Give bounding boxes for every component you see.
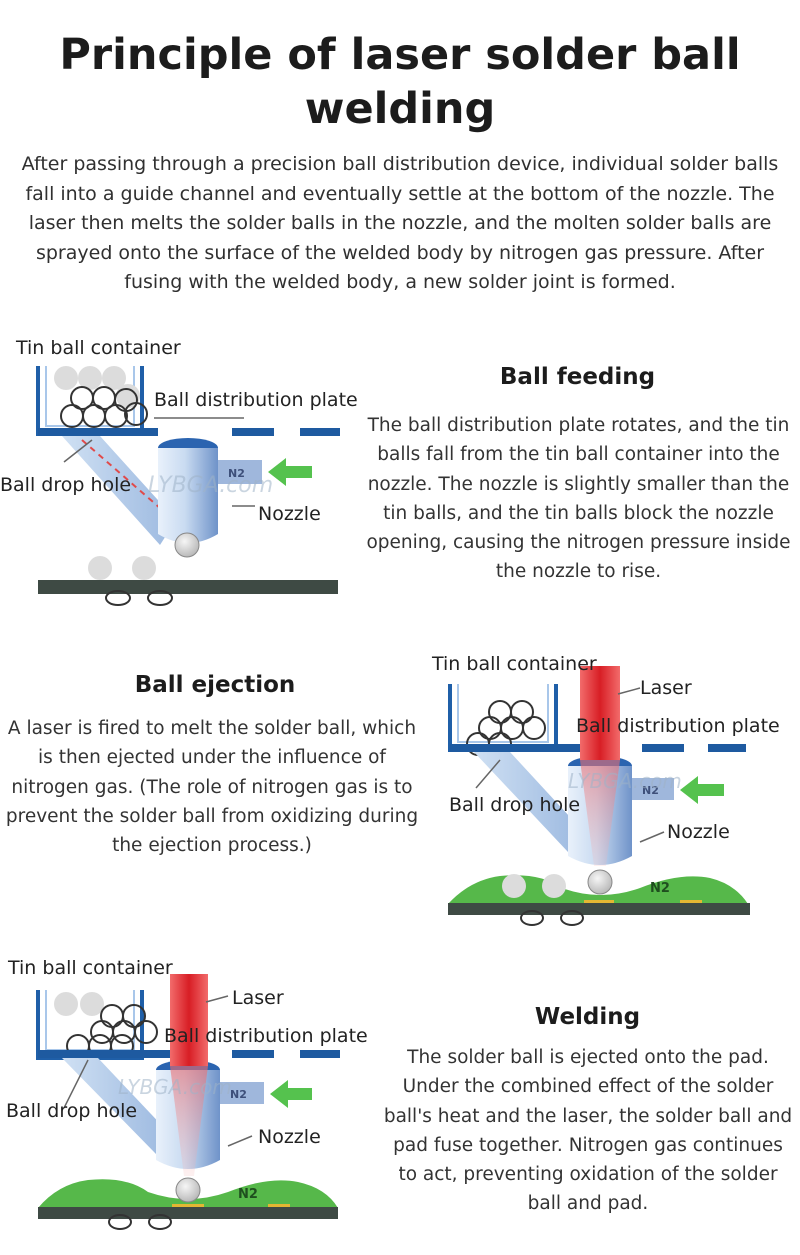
laser-beam-2 [580, 666, 620, 866]
n2-gas-cloud-2 [448, 875, 748, 904]
leader-lines-1 [63, 417, 255, 507]
container-1 [36, 366, 144, 436]
guide-channel-3 [62, 1058, 168, 1154]
nozzle-3: N2 [156, 1060, 264, 1169]
label-tin-ball-container-2: Tin ball container [431, 653, 597, 675]
label-ball-distribution-plate-1: Ball distribution plate [154, 389, 358, 411]
page-title-line1: Principle of laser solder ball [59, 30, 741, 80]
plate-segment-3b [300, 1050, 340, 1058]
leader-lines-3 [63, 995, 253, 1147]
watermark-2: LYBGA.com [568, 769, 682, 793]
grey-balls-3 [54, 992, 104, 1016]
label-tin-ball-container-1: Tin ball container [15, 337, 181, 359]
label-nozzle-2: Nozzle [667, 821, 730, 843]
solder-ball-3 [175, 1177, 201, 1203]
nozzle-1: N2 [158, 438, 262, 543]
distribution-plate-1 [38, 428, 158, 436]
label-ball-distribution-plate-3: Ball distribution plate [164, 1025, 368, 1047]
substrate-1 [38, 556, 338, 606]
svg-text:N2: N2 [230, 1088, 247, 1101]
section-text-ball-feeding: The ball distribution plate rotates, and… [366, 415, 791, 583]
n2-gas-label-2: N2 [650, 881, 670, 896]
ball-outlines-3 [66, 1004, 158, 1058]
section-text-welding: The solder ball is ejected onto the pad.… [383, 1047, 793, 1215]
section-text-ball-ejection: A laser is fired to melt the solder ball… [5, 718, 419, 857]
plate-segment-1a [232, 428, 274, 436]
label-ball-drop-hole-3: Ball drop hole [6, 1100, 137, 1122]
grey-balls-1 [54, 366, 140, 408]
section-heading-welding: Welding [534, 1004, 641, 1030]
distribution-plate-2 [450, 744, 580, 752]
plate-segment-2a [642, 744, 684, 752]
leader-lines-2 [475, 687, 665, 843]
ball-outlines-2 [466, 700, 546, 756]
label-tin-ball-container-3: Tin ball container [7, 957, 173, 979]
label-ball-drop-hole-1: Ball drop hole [0, 474, 131, 496]
watermark-3: LYBGA.com [118, 1075, 232, 1099]
intro-paragraph: After passing through a precision ball d… [21, 153, 779, 293]
laser-beam-3 [170, 974, 208, 1176]
svg-text:N2: N2 [642, 784, 659, 797]
substrate-3 [38, 1204, 338, 1230]
distribution-plate-3 [38, 1050, 170, 1058]
label-ball-distribution-plate-2: Ball distribution plate [576, 715, 780, 737]
page-title: Principle of laser solder ball welding [0, 28, 800, 136]
solder-ball-2 [587, 869, 613, 895]
laser-core-2 [580, 666, 620, 760]
laser-core-3 [170, 974, 208, 1066]
solder-ball-1 [174, 532, 200, 558]
label-nozzle-3: Nozzle [258, 1126, 321, 1148]
ball-outlines-1 [60, 386, 148, 428]
n2-gas-label-3: N2 [238, 1187, 258, 1202]
plate-segment-3a [232, 1050, 274, 1058]
ball-path-1 [81, 439, 177, 523]
svg-text:N2: N2 [228, 467, 245, 480]
watermark-1: LYBGA.com [148, 473, 273, 498]
plate-segment-1b [300, 428, 340, 436]
n2-gas-cloud-3 [38, 1179, 338, 1208]
label-nozzle-1: Nozzle [258, 503, 321, 525]
container-3 [36, 990, 144, 1060]
nozzle-2: N2 [568, 756, 674, 865]
guide-channel-2 [474, 752, 582, 852]
label-ball-drop-hole-2: Ball drop hole [449, 794, 580, 816]
guide-channel-1 [62, 436, 176, 545]
page-title-line2: welding [304, 84, 496, 134]
container-2 [448, 684, 558, 752]
section-heading-ball-feeding: Ball feeding [499, 364, 656, 390]
gas-arrow-1 [268, 458, 312, 486]
gas-arrow-2 [680, 776, 724, 804]
substrate-2 [448, 874, 750, 926]
label-laser-3: Laser [232, 987, 284, 1009]
plate-segment-2b [708, 744, 746, 752]
label-laser-2: Laser [640, 677, 692, 699]
section-heading-ball-ejection: Ball ejection [134, 672, 296, 698]
gas-arrow-3 [270, 1080, 312, 1108]
